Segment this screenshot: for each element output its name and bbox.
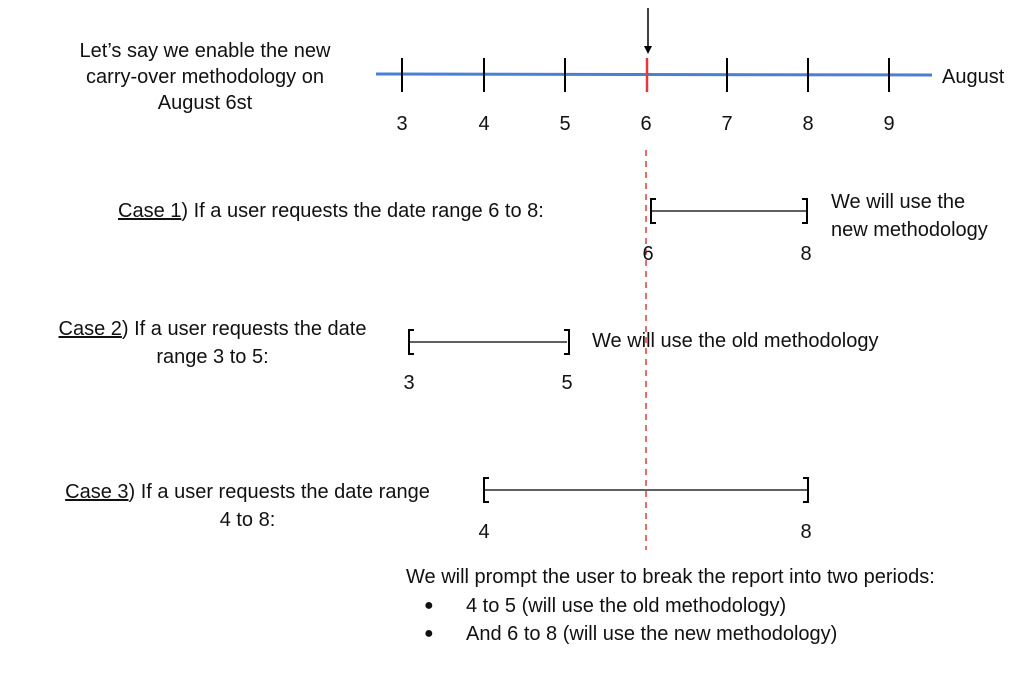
case2-range-bar xyxy=(408,329,570,355)
case2-label: Case 2 xyxy=(58,318,122,340)
case3-text-line-1: ) If a user requests the date range xyxy=(128,481,430,503)
pointer-arrow-head xyxy=(644,46,652,54)
case1-text: ) If a user requests the date range 6 to… xyxy=(181,200,544,222)
intro-text: Let’s say we enable the new carry-over m… xyxy=(40,38,370,116)
case3-label: Case 3 xyxy=(65,481,129,503)
timeline-axis xyxy=(375,72,933,77)
case1-result-line-2: new methodology xyxy=(831,219,988,241)
month-label: August xyxy=(942,66,1005,88)
case2-text-line-1: ) If a user requests the date xyxy=(121,318,367,340)
case1-range-bar xyxy=(650,198,808,224)
tick-label-6: 6 xyxy=(640,113,652,135)
case3-start-label: 4 xyxy=(478,521,490,543)
case2-result: We will use the old methodology xyxy=(592,330,879,352)
tick-label-9: 9 xyxy=(883,113,895,135)
case3-description: Case 3) If a user requests the date rang… xyxy=(30,478,465,534)
case3-end-label: 8 xyxy=(800,521,812,543)
prompt-intro: We will prompt the user to break the rep… xyxy=(406,566,935,588)
tick-label-5: 5 xyxy=(559,113,571,135)
case1-result-line-1: We will use the xyxy=(831,191,966,213)
intro-line-1: Let’s say we enable the new xyxy=(79,40,331,62)
case3-range-bar xyxy=(483,477,809,503)
case1-result: We will use the new methodology xyxy=(831,188,988,244)
tick-label-3: 3 xyxy=(396,113,408,135)
case1-start-label: 6 xyxy=(642,243,654,265)
intro-line-2: carry-over methodology on xyxy=(86,66,324,88)
tick-label-8: 8 xyxy=(802,113,814,135)
case1-label: Case 1 xyxy=(118,200,182,222)
tick-label-7: 7 xyxy=(721,113,733,135)
bullet-text-2: And 6 to 8 (will use the new methodology… xyxy=(466,623,838,645)
case2-end-label: 5 xyxy=(561,372,573,394)
case2-start-label: 3 xyxy=(403,372,415,394)
tick-label-4: 4 xyxy=(478,113,490,135)
list-item: ● 4 to 5 (will use the old methodology) xyxy=(406,592,837,620)
case2-description: Case 2) If a user requests the date rang… xyxy=(30,315,395,371)
case1-description: Case 1) If a user requests the date rang… xyxy=(118,198,544,224)
case2-text-line-2: range 3 to 5: xyxy=(156,346,269,368)
list-item: ● And 6 to 8 (will use the new methodolog… xyxy=(406,620,837,648)
bullet-icon: ● xyxy=(424,597,434,614)
bullet-text-1: 4 to 5 (will use the old methodology) xyxy=(466,595,787,617)
bullet-icon: ● xyxy=(424,625,434,642)
intro-line-3: August 6st xyxy=(157,92,253,114)
case1-end-label: 8 xyxy=(800,243,812,265)
prompt-bullet-list: ● 4 to 5 (will use the old methodology) ●… xyxy=(406,592,837,648)
case3-text-line-2: 4 to 8: xyxy=(219,509,276,531)
